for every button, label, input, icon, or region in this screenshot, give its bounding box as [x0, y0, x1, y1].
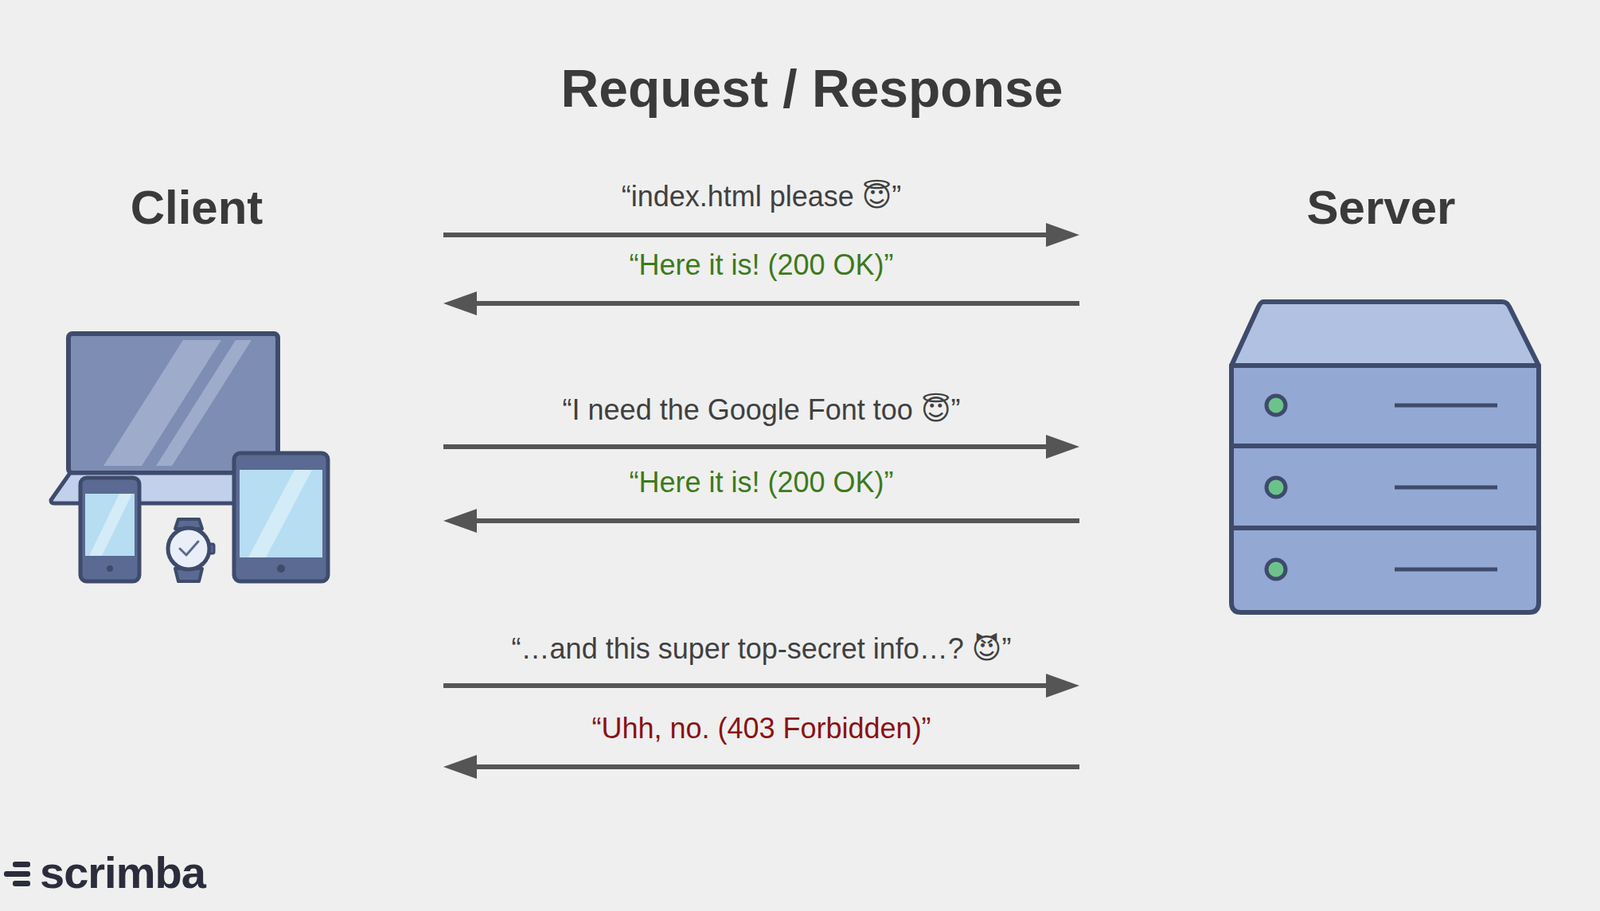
phone-icon [80, 477, 140, 582]
arrow-head [1045, 673, 1080, 698]
server-icon [1231, 301, 1539, 366]
arrow-line [473, 518, 1080, 523]
arrow-line [443, 682, 1050, 688]
watch-icon [167, 527, 210, 570]
node-heading: Client [130, 179, 264, 237]
server-icon [1394, 403, 1498, 408]
message-label: “I need the Google Font too 😇” [562, 392, 961, 427]
arrow-head [443, 508, 477, 533]
arrow-head [443, 291, 477, 316]
watch-icon [179, 541, 199, 555]
watermark: scrimba [39, 845, 206, 899]
message-arrow [443, 754, 1080, 779]
watch-icon [167, 519, 215, 582]
tablet-icon [234, 452, 328, 582]
phone-icon [89, 493, 133, 556]
logo-mark [3, 870, 31, 877]
arrow-head [1045, 222, 1080, 247]
laptop-icon [103, 339, 252, 466]
tablet-icon [248, 469, 313, 558]
message-arrow [443, 434, 1080, 459]
server-icon [1266, 559, 1286, 579]
message-arrow [443, 673, 1080, 698]
server-icon [1266, 395, 1286, 415]
arrow-line [473, 764, 1080, 769]
server-icon [1394, 567, 1498, 572]
diagram-title: Request / Response [561, 57, 1064, 121]
device-group: Client [31, 171, 444, 785]
node-heading: Server [1307, 179, 1456, 237]
logo-mark [12, 861, 31, 867]
server-icon [1231, 365, 1539, 613]
message-label: “Uhh, no. (403 Forbidden)” [591, 710, 931, 746]
message-arrow [443, 222, 1080, 247]
arrow-line [443, 444, 1050, 449]
message-label: “index.html please 😇” [621, 179, 902, 214]
server-icon [1231, 301, 1539, 613]
tablet-icon [234, 452, 328, 582]
logo-mark [12, 880, 31, 886]
arrow-head [443, 754, 477, 779]
phone-icon [89, 493, 133, 556]
message-label: “Here it is! (200 OK)” [628, 464, 894, 500]
message-label: “…and this super top-secret info…? 😈” [511, 631, 1012, 666]
logo-mark [3, 861, 31, 886]
laptop-icon [156, 339, 252, 466]
message-arrow [443, 291, 1080, 316]
phone-icon [106, 565, 114, 572]
server-icon [1231, 443, 1539, 449]
arrow-head [1045, 434, 1080, 459]
phone-icon [80, 477, 140, 582]
phone-icon [85, 493, 135, 556]
server-icon [1394, 485, 1498, 490]
arrow-line [473, 300, 1080, 306]
device-group: Server [1079, 171, 1569, 785]
message-label: “Here it is! (200 OK)” [628, 247, 894, 282]
tablet-icon [239, 469, 323, 558]
server-icon [1231, 525, 1539, 531]
arrow-line [443, 232, 1050, 238]
tablet-icon [277, 564, 285, 573]
tablet-icon [248, 469, 313, 558]
message-arrow [443, 508, 1080, 533]
server-icon [1266, 477, 1286, 497]
